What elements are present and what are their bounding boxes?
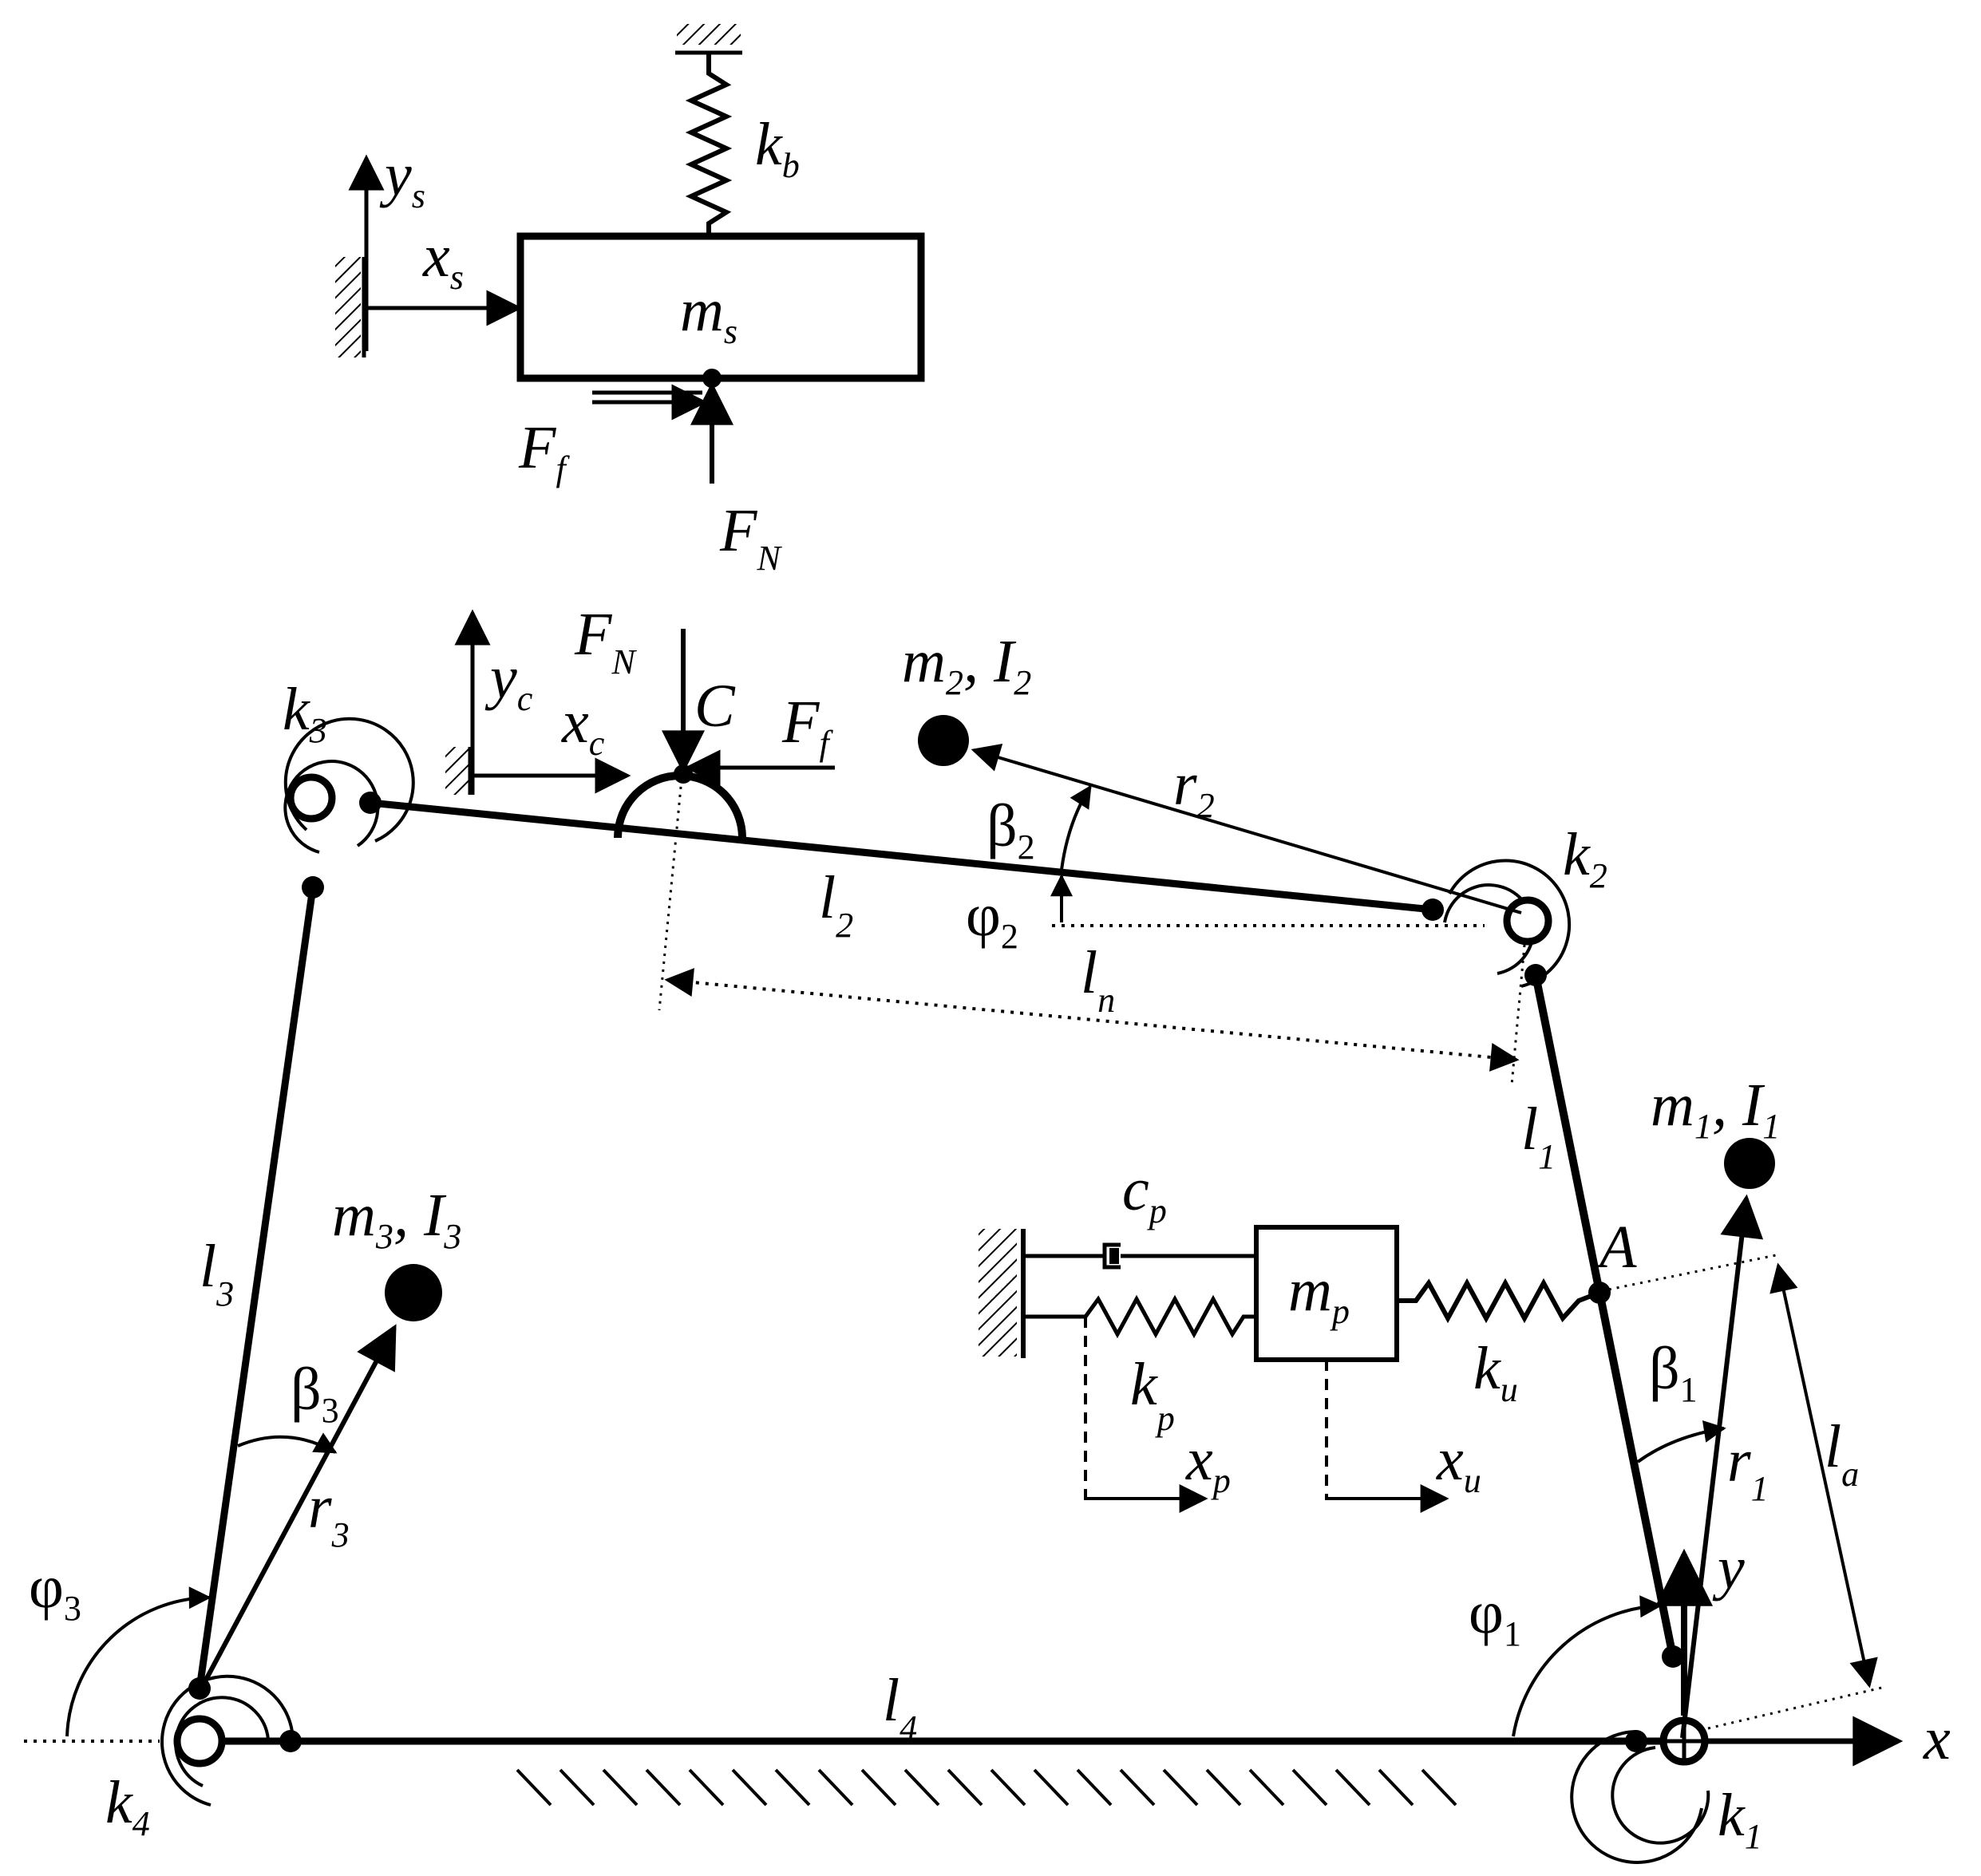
label-kp: kp	[1130, 1351, 1175, 1438]
label-l2: l2	[819, 864, 853, 945]
mass-ms-block	[516, 232, 925, 382]
mass-m1-dot	[1724, 1138, 1775, 1189]
label-y: y	[1712, 1534, 1745, 1602]
label-xu: xu	[1436, 1426, 1481, 1500]
label-ff-mid: Ff	[781, 689, 833, 763]
label-phi1: φ1	[1469, 1579, 1521, 1653]
joint-k3	[283, 717, 415, 854]
label-l1: l1	[1521, 1096, 1556, 1176]
label-phi3: φ3	[29, 1554, 81, 1628]
joint-k1	[1570, 1716, 1710, 1864]
label-m3i3: m3, I3	[332, 1182, 461, 1256]
label-cp: cp	[1122, 1156, 1167, 1230]
ground	[24, 1716, 1904, 1807]
label-k3: k3	[283, 676, 327, 750]
label-ku: ku	[1473, 1335, 1518, 1409]
mass-m3	[65, 1264, 442, 1737]
label-beta2: β2	[987, 792, 1035, 867]
link-l2	[370, 799, 1433, 914]
angle-beta2-arc	[1060, 784, 1092, 871]
label-r1: r1	[1727, 1428, 1769, 1508]
link-l1	[1532, 974, 1677, 1657]
angle-beta3-arc	[237, 1432, 338, 1454]
label-c: C	[694, 673, 736, 740]
labels: ys xs kb ms Ff FN yc xc FN C Ff m2, I2 k…	[29, 111, 1951, 1856]
vector-r1	[1680, 1194, 1764, 1739]
label-ys: ys	[379, 141, 425, 215]
label-mp: mp	[1288, 1257, 1350, 1331]
vector-r3	[197, 1324, 397, 1693]
vector-r2	[971, 743, 1522, 914]
label-fn-top: FN	[719, 497, 782, 578]
angle-phi3-arc	[65, 1586, 212, 1737]
label-r3: r3	[308, 1474, 350, 1554]
label-a: A	[1595, 1214, 1637, 1281]
label-m2i2: m2, I2	[902, 628, 1031, 702]
dimension-la	[1769, 1262, 1878, 1688]
joint-k2	[1443, 859, 1572, 988]
label-l3: l3	[200, 1233, 234, 1313]
label-m1i1: m1, I1	[1651, 1072, 1780, 1146]
spring-kb	[685, 53, 733, 236]
angle-phi1-arc	[1512, 1595, 1663, 1737]
wall-hatch-left	[335, 257, 361, 357]
label-phi2: φ2	[966, 882, 1018, 956]
label-xs: xs	[422, 223, 464, 297]
joint-k4	[160, 1674, 294, 1807]
label-k2: k2	[1563, 821, 1607, 895]
label-k1: k1	[1718, 1782, 1762, 1856]
spring-kp	[1083, 1294, 1256, 1339]
label-xp: xp	[1185, 1426, 1231, 1500]
link-l3	[196, 887, 317, 1689]
contact-c	[445, 609, 835, 839]
label-yc: yc	[484, 644, 533, 718]
mass-m2	[918, 715, 1522, 927]
label-xc: xc	[561, 689, 605, 763]
label-kb: kb	[755, 111, 800, 185]
mass-m2-dot	[918, 715, 969, 766]
label-r2: r2	[1173, 751, 1215, 825]
wall-hatch-right	[979, 1229, 1017, 1357]
mass-m3-dot	[385, 1264, 442, 1321]
label-fn-mid: FN	[574, 601, 637, 681]
spring-ku	[1397, 1278, 1601, 1324]
dimension-ln	[658, 778, 1526, 1086]
label-ms: ms	[680, 277, 737, 351]
label-l4: l4	[883, 1667, 917, 1748]
angle-beta1-arc	[1636, 1420, 1726, 1463]
mass-mp-block	[1254, 1225, 1399, 1362]
mass-m1	[1512, 1138, 1886, 1739]
mp-subsystem	[979, 1225, 1601, 1513]
label-x: x	[1923, 1705, 1951, 1772]
damper-cp	[1102, 1242, 1121, 1270]
ceiling-hatch	[677, 24, 741, 45]
ground-hatch	[516, 1768, 1457, 1807]
contact-point-top	[702, 369, 722, 388]
label-beta1: β1	[1649, 1335, 1698, 1409]
label-k4: k4	[105, 1769, 150, 1843]
slider-subsystem	[335, 24, 925, 484]
label-ff-top: Ff	[518, 414, 570, 488]
label-beta3: β3	[291, 1356, 339, 1430]
label-la: la	[1825, 1413, 1859, 1494]
label-ln: ln	[1081, 939, 1115, 1020]
